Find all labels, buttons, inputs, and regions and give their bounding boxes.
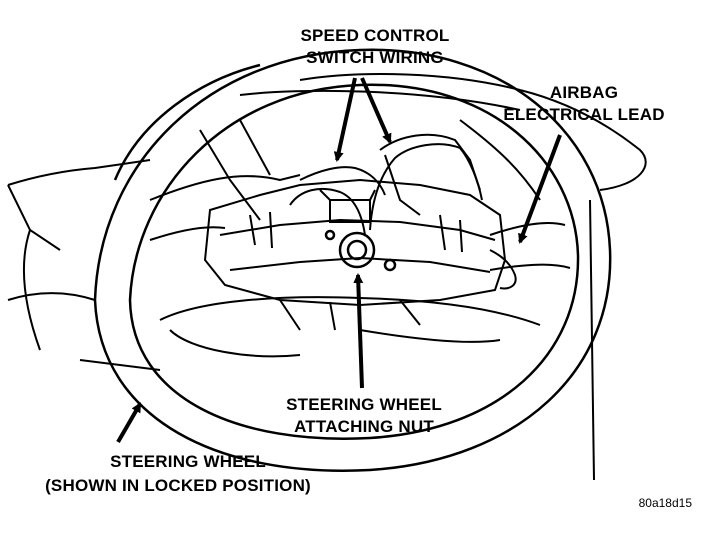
airbag-lead [489,249,517,290]
leader-arrows [116,77,562,444]
speed-control-wiring [289,143,483,236]
figure-code: 80a18d15 [639,496,693,510]
airbag-label-line2: ELECTRICAL LEAD [503,105,664,124]
dashboard-outline [7,73,647,481]
airbag-label-line1: AIRBAG [550,83,618,102]
wheel-label-line1: STEERING WHEEL [110,452,266,471]
steering-wheel-rim [93,48,612,472]
nut-label-line1: STEERING WHEEL [286,395,442,414]
wheel-label-line2: (SHOWN IN LOCKED POSITION) [45,476,311,495]
attaching-nut [324,229,397,272]
speed-control-label-line1: SPEED CONTROL [300,26,449,45]
nut-label-line2: ATTACHING NUT [294,417,434,436]
speed-control-label-line2: SWITCH WIRING [306,48,444,67]
